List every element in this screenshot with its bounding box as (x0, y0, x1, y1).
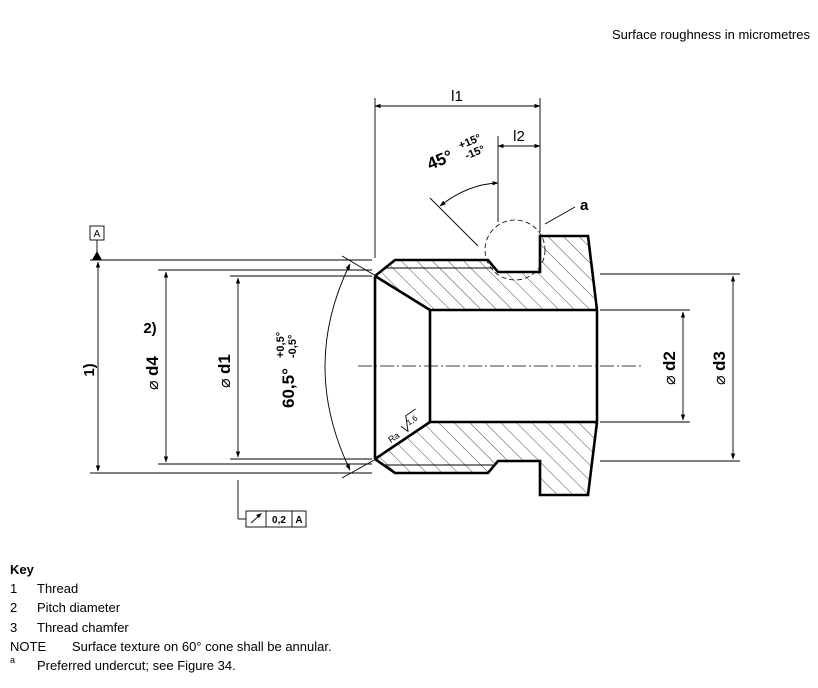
extension-lines (90, 98, 740, 474)
note-text: Surface texture on 60° cone shall be ann… (72, 638, 332, 654)
runout-arrow-icon (250, 513, 262, 524)
key-item-number: 2 (10, 600, 18, 616)
label-angle-60: 60,5° (279, 368, 298, 408)
label-l2: l2 (513, 128, 525, 145)
label-angle-60-lower: -0,5° (287, 335, 299, 358)
datum-a-letter: A (94, 229, 101, 240)
key-item-text: Pitch diameter (37, 600, 121, 616)
label-d4: d4 (143, 356, 162, 376)
key-item-text: Thread chamfer (37, 619, 129, 635)
footnote-row: a Preferred undercut; see Figure 34. (10, 655, 332, 675)
upper-section-hatch (375, 236, 597, 310)
diameter-symbol-d2: ⌀ (662, 375, 679, 385)
label-angle-60-upper: +0,5° (275, 332, 287, 358)
key-item: 3 Thread chamfer (10, 618, 332, 637)
undercut-detail-circle (484, 219, 546, 281)
dimension-l2: l2 (497, 128, 541, 149)
footnote-text: Preferred undercut; see Figure 34. (37, 658, 236, 674)
diameter-symbol-d1: ⌀ (217, 378, 234, 388)
dimension-d2: ⌀ d2 (660, 311, 686, 421)
label-d3: d3 (710, 351, 729, 371)
key-item: 1 Thread (10, 579, 332, 598)
diameter-symbol-d4: ⌀ (145, 380, 162, 390)
dimension-angle-chamfer: 45° +15° -15° (424, 132, 499, 247)
undercut-leader: a (544, 197, 589, 225)
key-title: Key (10, 562, 34, 577)
label-angle-45: 45° (424, 146, 455, 173)
key-legend: Key 1 Thread 2 Pitch diameter 3 Thread c… (10, 560, 332, 675)
lower-section-hatch (375, 422, 597, 495)
label-ref-2: 2) (143, 320, 156, 337)
dimension-d3: ⌀ d3 (710, 275, 736, 460)
note-row: NOTE Surface texture on 60° cone shall b… (10, 637, 332, 656)
diameter-symbol-d3: ⌀ (712, 375, 729, 385)
dimension-d1: ⌀ d1 (215, 277, 241, 504)
key-item: 2 Pitch diameter (10, 598, 332, 617)
dimension-l1: l1 (374, 88, 541, 109)
note-label: NOTE (10, 638, 47, 654)
label-l1: l1 (451, 88, 463, 105)
label-d1: d1 (215, 354, 234, 374)
dimension-thread: 1) (81, 261, 101, 472)
technical-drawing: l1 l2 45° +15° -15° a A 1) 2) ⌀ (81, 88, 740, 528)
key-item-number: 3 (10, 619, 18, 635)
tolerance-datum: A (295, 515, 302, 526)
tolerance-value: 0,2 (272, 515, 286, 526)
label-undercut-a: a (580, 197, 589, 214)
dimension-d4: 2) ⌀ d4 (143, 271, 169, 463)
figure-caption: Surface roughness in micrometres (612, 27, 810, 42)
dimension-angle-cone: 60,5° +0,5° -0,5° (275, 255, 377, 479)
label-d2: d2 (660, 351, 679, 371)
footnote-mark: a (10, 655, 16, 666)
label-ref-1: 1) (81, 363, 98, 376)
key-item-number: 1 (10, 581, 18, 597)
runout-tolerance-frame: 0,2 A (237, 504, 307, 528)
key-item-text: Thread (37, 581, 79, 597)
datum-a: A (89, 225, 105, 260)
